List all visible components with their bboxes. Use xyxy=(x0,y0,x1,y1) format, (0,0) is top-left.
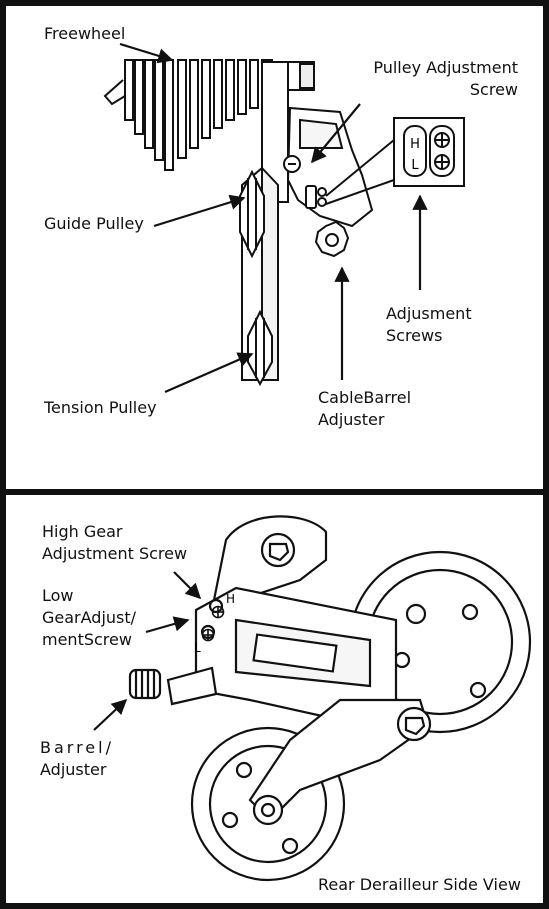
high-gear-arrow xyxy=(173,571,202,600)
top-arrows xyxy=(119,42,428,394)
low-gear-arrow xyxy=(145,616,190,634)
hl-screws xyxy=(201,605,225,642)
adjusment-screws-label-2: Screws xyxy=(386,326,443,345)
tension-pulley-label: Tension Pulley xyxy=(44,398,157,417)
marker-l: L xyxy=(194,641,201,655)
inset-h-text: H xyxy=(410,137,420,152)
cable-barrel-adjuster-knob xyxy=(314,220,350,258)
screw-inset xyxy=(325,117,465,205)
freewheel-arrow xyxy=(119,42,174,64)
tension-pulley-arrow xyxy=(164,352,254,394)
barrel-arrow xyxy=(93,698,128,731)
derailleur-body xyxy=(283,106,374,228)
cable-barrel-label-2: Adjuster xyxy=(318,410,385,429)
side-view-derailleur xyxy=(128,515,532,882)
low-gear-label-1: Low xyxy=(42,586,74,605)
guide-pulley xyxy=(239,169,265,259)
low-gear-label-2: GearAdjust/ xyxy=(42,608,137,627)
freewheel-label: Freewheel xyxy=(44,24,126,43)
inset-l-text: L xyxy=(411,158,419,173)
guide-pulley-arrow xyxy=(153,194,246,228)
high-gear-label-1: High Gear xyxy=(42,522,123,541)
pulley-adjustment-screw-label-2: Screw xyxy=(469,80,518,99)
low-gear-label-3: mentScrew xyxy=(42,630,132,649)
axle-detail xyxy=(103,61,315,106)
high-gear-label-2: Adjustment Screw xyxy=(42,544,188,563)
tension-pulley xyxy=(247,309,273,387)
guide-pulley-label: Guide Pulley xyxy=(44,214,144,233)
bottom-arrows xyxy=(93,571,202,731)
barrel-label-1: Barrel/ xyxy=(40,738,114,757)
side-view-caption: Rear Derailleur Side View xyxy=(318,875,521,894)
adjusment-screws-label-1: Adjusment xyxy=(386,304,472,323)
cable-barrel-label-1: CableBarrel xyxy=(318,388,412,407)
marker-h: H xyxy=(226,592,235,606)
barrel-label-2: Adjuster xyxy=(40,760,107,779)
freewheel-cogs xyxy=(124,59,273,171)
pulley-screw-arrow xyxy=(311,103,361,164)
pulley-adjustment-screw-label-1: Pulley Adjustment xyxy=(373,58,518,77)
